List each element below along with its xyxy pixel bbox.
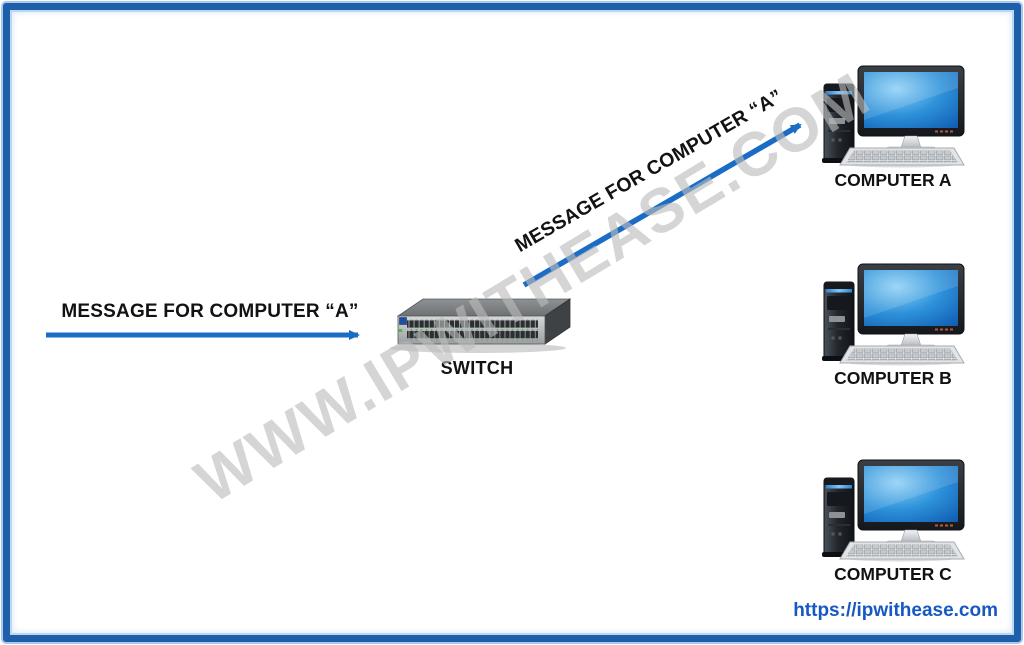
computer-b-icon — [816, 260, 971, 366]
computer-c-label: COMPUTER C — [834, 564, 952, 584]
computer-a-label: COMPUTER A — [834, 170, 952, 190]
computer-c-icon — [816, 456, 971, 562]
computer-b: COMPUTER B — [812, 260, 974, 389]
computer-b-label: COMPUTER B — [834, 368, 952, 388]
switch-icon — [390, 298, 572, 353]
switch-label: SWITCH — [440, 358, 514, 378]
computer-a: COMPUTER A — [812, 62, 974, 191]
diagonal-arrow — [522, 122, 802, 288]
computer-a-icon — [816, 62, 971, 168]
site-url[interactable]: https://ipwithease.com — [793, 600, 998, 621]
message-arrow-left-label: MESSAGE FOR COMPUTER “A” — [61, 301, 359, 322]
computer-c: COMPUTER C — [812, 456, 974, 585]
